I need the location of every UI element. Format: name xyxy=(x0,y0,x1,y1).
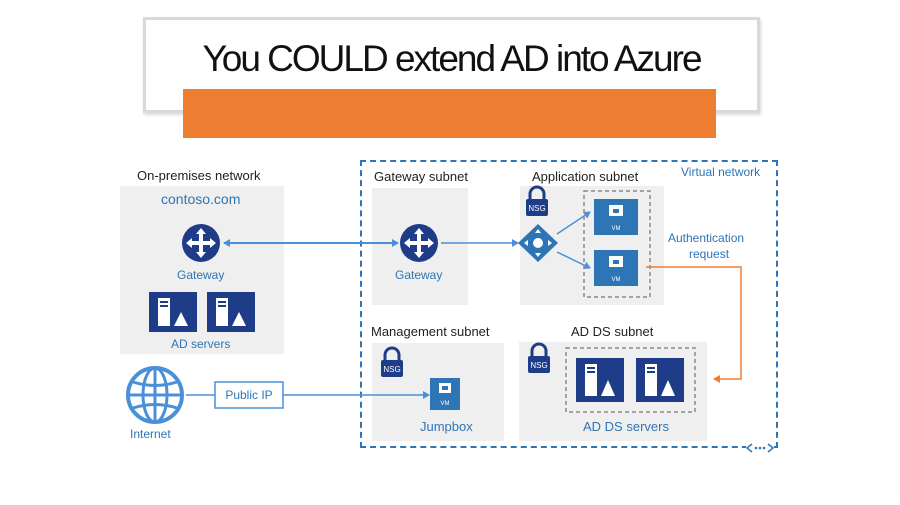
ad-servers-label: AD servers xyxy=(171,337,231,351)
lb-to-vm1-link xyxy=(556,211,591,235)
app-nsg-text: NSG xyxy=(528,204,545,213)
page-title: You COULD extend AD into Azure xyxy=(202,38,702,79)
public-ip-label: Public IP xyxy=(225,388,272,402)
virtual-network-label: Virtual network xyxy=(681,165,761,179)
vm-icon: VM xyxy=(430,378,460,410)
onprem-network-label: On-premises network xyxy=(137,168,261,183)
jumpbox-vm-text: VM xyxy=(441,401,450,407)
lb-to-vm2-link xyxy=(556,251,591,269)
gateway-subnet-label: Gateway subnet xyxy=(374,169,468,184)
nsg-lock-icon: NSG xyxy=(528,342,550,373)
application-subnet-label: Application subnet xyxy=(532,169,639,184)
vm2-text: VM xyxy=(612,277,621,283)
adds-subnet-label: AD DS subnet xyxy=(571,324,654,339)
adds-nsg-text: NSG xyxy=(530,361,547,370)
virtual-network-border xyxy=(360,160,778,448)
vm-availability-set xyxy=(583,190,651,298)
vm1-text: VM xyxy=(612,226,621,232)
auth-request-line2: request xyxy=(689,247,730,261)
nsg-lock-icon: NSG xyxy=(526,185,548,216)
orange-banner xyxy=(183,89,716,138)
vm-icon: VM xyxy=(594,199,638,235)
domain-label: contoso.com xyxy=(161,191,241,207)
gateway-icon xyxy=(182,224,220,262)
auth-request-link xyxy=(646,266,742,383)
vm-icon: VM xyxy=(594,250,638,286)
public-ip-box xyxy=(214,381,284,409)
jumpbox-label: Jumpbox xyxy=(420,419,473,434)
auth-request-line1: Authentication xyxy=(668,231,745,245)
onprem-panel xyxy=(120,186,284,354)
gateway-icon xyxy=(400,224,438,262)
onprem-gateway-label: Gateway xyxy=(177,268,225,282)
nsg-lock-icon: NSG xyxy=(381,346,403,377)
globe-icon xyxy=(126,366,184,424)
management-subnet-label: Management subnet xyxy=(371,324,490,339)
server-icon xyxy=(149,292,197,332)
vnet-peering-icon xyxy=(745,442,775,454)
mgmt-nsg-text: NSG xyxy=(383,365,400,374)
vnet-gateway-label: Gateway xyxy=(395,268,443,282)
load-balancer-icon xyxy=(518,224,558,262)
server-icon xyxy=(576,358,624,402)
internet-label: Internet xyxy=(130,427,171,441)
adds-servers-label: AD DS servers xyxy=(583,419,669,434)
server-icon xyxy=(636,358,684,402)
server-icon xyxy=(207,292,255,332)
adds-availability-set xyxy=(565,347,696,413)
